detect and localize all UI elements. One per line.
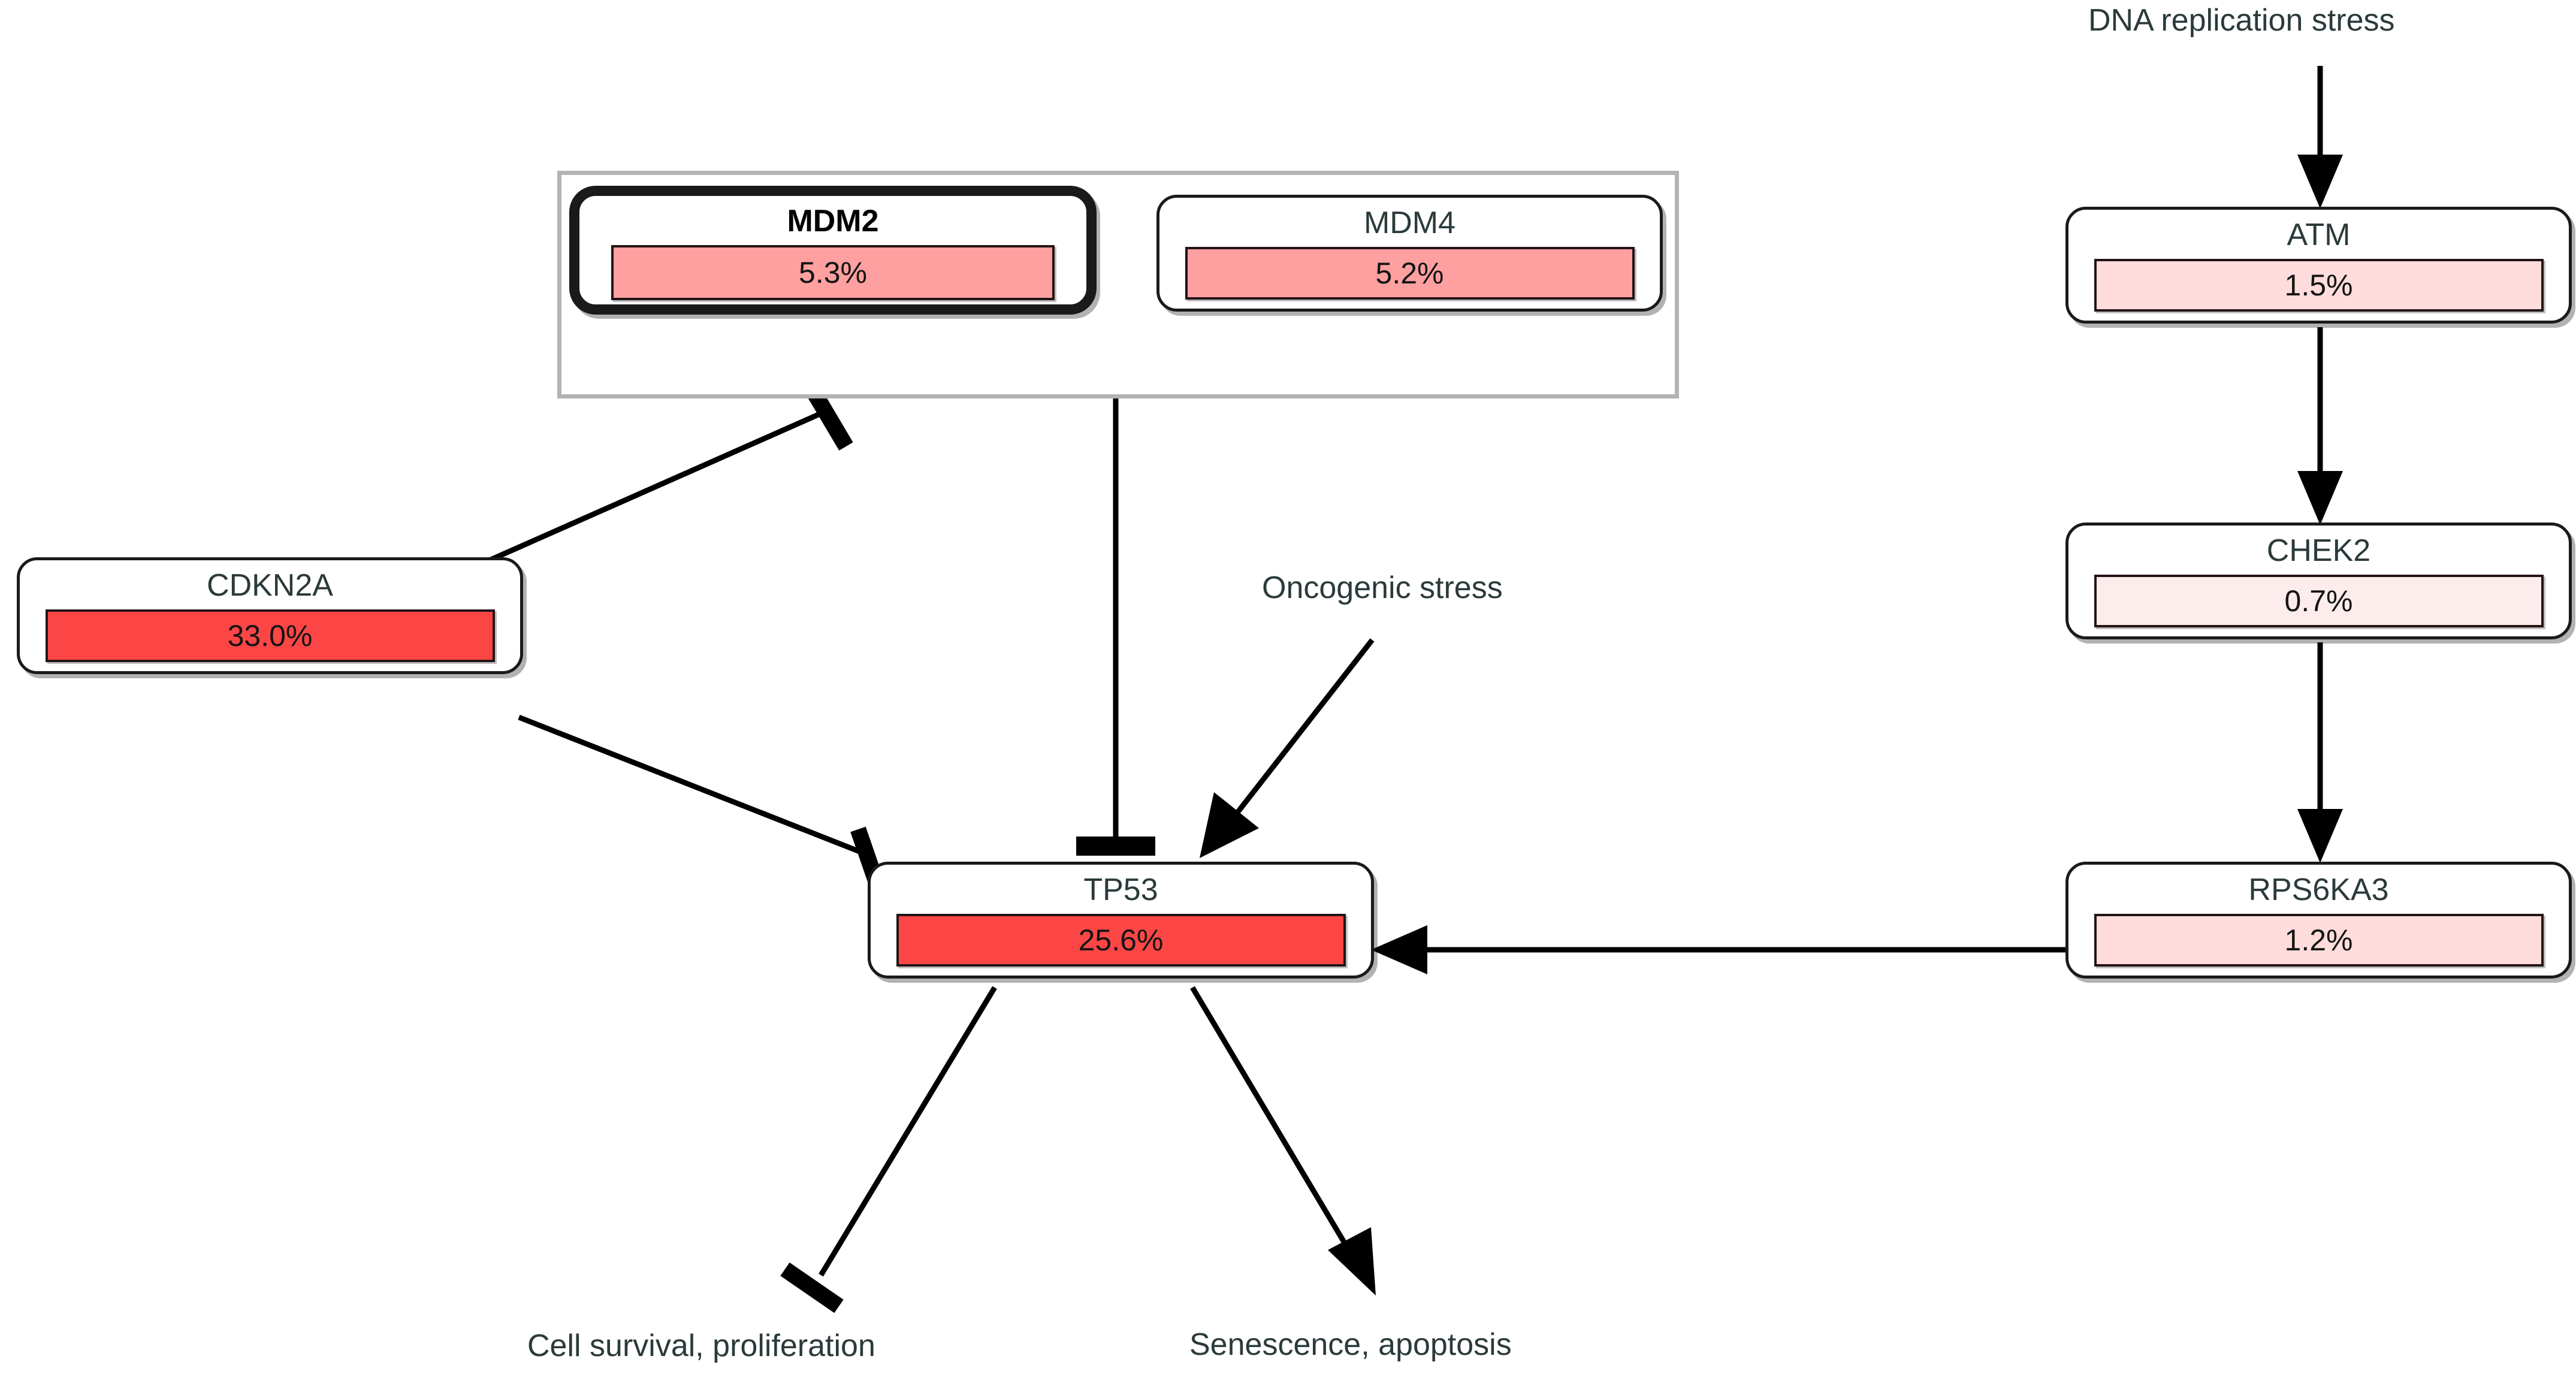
node-cdkn2a[interactable]: CDKN2A 33.0%	[17, 557, 523, 674]
edge-oncogenic-stress-to-tp53	[1200, 638, 1375, 858]
edge-chek2-to-rps6ka3	[2297, 642, 2343, 863]
label-oncogenic-stress: Oncogenic stress	[1262, 570, 1503, 605]
edge-tp53-to-senescence	[1190, 986, 1376, 1296]
label-dna-replication-stress: DNA replication stress	[2088, 3, 2395, 38]
node-chek2-percent: 0.7%	[2284, 584, 2353, 618]
node-rps6ka3-percent: 1.2%	[2284, 923, 2353, 957]
node-tp53-label: TP53	[1083, 872, 1158, 907]
node-atm-label: ATM	[2287, 218, 2351, 252]
node-cdkn2a-percent: 33.0%	[227, 619, 313, 653]
node-tp53[interactable]: TP53 25.6%	[868, 862, 1374, 979]
label-cell-survival-proliferation: Cell survival, proliferation	[527, 1328, 875, 1363]
label-senescence-apoptosis: Senescence, apoptosis	[1189, 1327, 1512, 1362]
node-chek2-frequency-bar: 0.7%	[2094, 575, 2544, 627]
node-tp53-percent: 25.6%	[1078, 923, 1164, 957]
edge-cdkn2a-to-tp53	[518, 714, 890, 902]
edge-dna-replication-stress-to-atm	[2297, 66, 2343, 209]
node-chek2-label: CHEK2	[2266, 533, 2371, 568]
node-cdkn2a-frequency-bar: 33.0%	[45, 609, 495, 662]
node-rps6ka3-label: RPS6KA3	[2248, 872, 2389, 907]
node-rps6ka3-frequency-bar: 1.2%	[2094, 914, 2544, 967]
node-mdm4-percent: 5.2%	[1375, 256, 1444, 290]
node-cdkn2a-label: CDKN2A	[207, 568, 333, 603]
node-mdm2-percent: 5.3%	[799, 256, 867, 289]
node-chek2[interactable]: CHEK2 0.7%	[2065, 523, 2572, 639]
edge-tp53-to-cell-survival	[780, 986, 997, 1313]
edge-rps6ka3-to-tp53	[1371, 925, 2065, 974]
edge-mdm4-to-tp53	[1076, 312, 1155, 856]
edge-cdkn2a-to-mdm2	[484, 375, 853, 565]
node-mdm2-label: MDM2	[787, 204, 879, 238]
node-tp53-frequency-bar: 25.6%	[896, 914, 1346, 967]
node-mdm4-frequency-bar: 5.2%	[1185, 247, 1635, 300]
node-mdm4-label: MDM4	[1363, 206, 1456, 240]
node-atm-frequency-bar: 1.5%	[2094, 259, 2544, 312]
node-rps6ka3[interactable]: RPS6KA3 1.2%	[2065, 862, 2572, 979]
node-mdm4[interactable]: MDM4 5.2%	[1156, 195, 1663, 312]
node-mdm2-frequency-bar: 5.3%	[611, 245, 1055, 300]
node-atm[interactable]: ATM 1.5%	[2065, 207, 2572, 324]
node-mdm2[interactable]: MDM2 5.3%	[569, 186, 1097, 315]
node-atm-percent: 1.5%	[2284, 268, 2353, 302]
edge-atm-to-chek2	[2297, 327, 2343, 525]
